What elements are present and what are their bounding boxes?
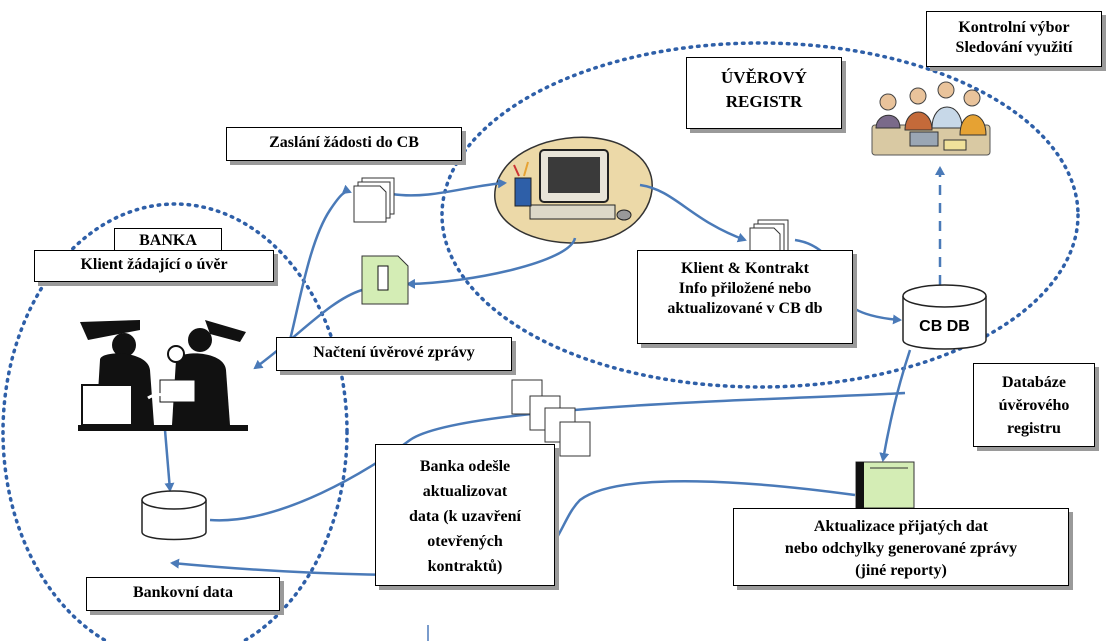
odesle-line-3: data (k uzavření (409, 508, 521, 525)
update-documents-icon (511, 379, 591, 457)
registr-line-1: ÚVĚROVÝ (721, 68, 807, 87)
klient-zadajici-label: Klient žádající o úvěr (80, 256, 228, 273)
aktualizace-box: Aktualizace přijatých dat nebo odchylky … (733, 508, 1069, 586)
banka-odesle-box: Banka odešle aktualizovat data (k uzavře… (375, 444, 555, 586)
banka-label: BANKA (139, 232, 197, 249)
aktualizace-line-1: Aktualizace přijatých dat (813, 518, 989, 535)
kontrolni-line-1: Kontrolní výbor (958, 19, 1070, 36)
arrow-computer-to-docs (639, 183, 747, 243)
zaslani-label: Zaslání žádosti do CB (269, 134, 419, 151)
klient-kontrakt-line-3: aktualizované v CB db (667, 300, 823, 317)
bankovni-data-label: Bankovní data (132, 584, 234, 601)
document-stack-icon (353, 177, 395, 223)
arrow-bankdb-to-updates (209, 391, 906, 522)
cb-db-label: CB DB (919, 318, 970, 335)
computer-icon (513, 149, 632, 221)
klient-kontrakt-line-1: Klient & Kontrakt (681, 260, 809, 277)
odesle-line-2: aktualizovat (422, 483, 508, 500)
databaze-line-1: Databáze (1002, 374, 1066, 391)
nacteni-box: Načtení úvěrové zprávy (276, 337, 512, 371)
arrow-info-to-client (253, 288, 363, 370)
bankovni-data-box: Bankovní data (86, 577, 280, 611)
handshake-icon (78, 318, 248, 431)
zaslani-box: Zaslání žádosti do CB (226, 127, 462, 161)
bank-database-icon (141, 490, 207, 541)
aktualizace-line-2: nebo odchylky generované zprávy (784, 540, 1018, 557)
uverovy-registr-box: ÚVĚROVÝ REGISTR (686, 57, 842, 129)
klient-kontrakt-box: Klient & Kontrakt Info přiložené nebo ak… (637, 250, 853, 344)
arrow-application-to-computer (391, 178, 507, 197)
databaze-line-3: registru (1007, 420, 1061, 437)
aktualizace-line-3: (jiné reporty) (855, 562, 947, 579)
arrow-cbdb-to-report (879, 349, 912, 462)
odesle-line-5: kontraktů) (427, 558, 503, 575)
nacteni-label: Načtení úvěrové zprávy (313, 344, 475, 361)
report-document-icon (855, 461, 915, 509)
kontrolni-vybor-box: Kontrolní výbor Sledování využití (926, 11, 1102, 67)
cb-database-icon (902, 284, 987, 350)
databaze-line-2: úvěrového (998, 397, 1070, 414)
odesle-line-1: Banka odešle (419, 458, 511, 475)
odesle-line-4: otevřených (427, 533, 503, 550)
klient-zadajici-box: Klient žádající o úvěr (34, 250, 274, 282)
arrow-client-to-bankdb (163, 429, 175, 492)
kontrolni-line-2: Sledování využití (955, 39, 1073, 56)
info-document-icon (361, 255, 409, 305)
arrow-bank-to-application (288, 184, 352, 341)
people-meeting-icon (871, 81, 991, 156)
registr-line-2: REGISTR (725, 92, 803, 111)
bank-region-outline (1, 202, 349, 641)
arrow-computer-to-info (406, 237, 577, 289)
klient-kontrakt-line-2: Info přiložené nebo (678, 280, 812, 297)
databaze-box: Databáze úvěrového registru (973, 363, 1095, 447)
client-docs-icon (749, 219, 789, 261)
credit-registry-region-outline (440, 41, 1080, 389)
